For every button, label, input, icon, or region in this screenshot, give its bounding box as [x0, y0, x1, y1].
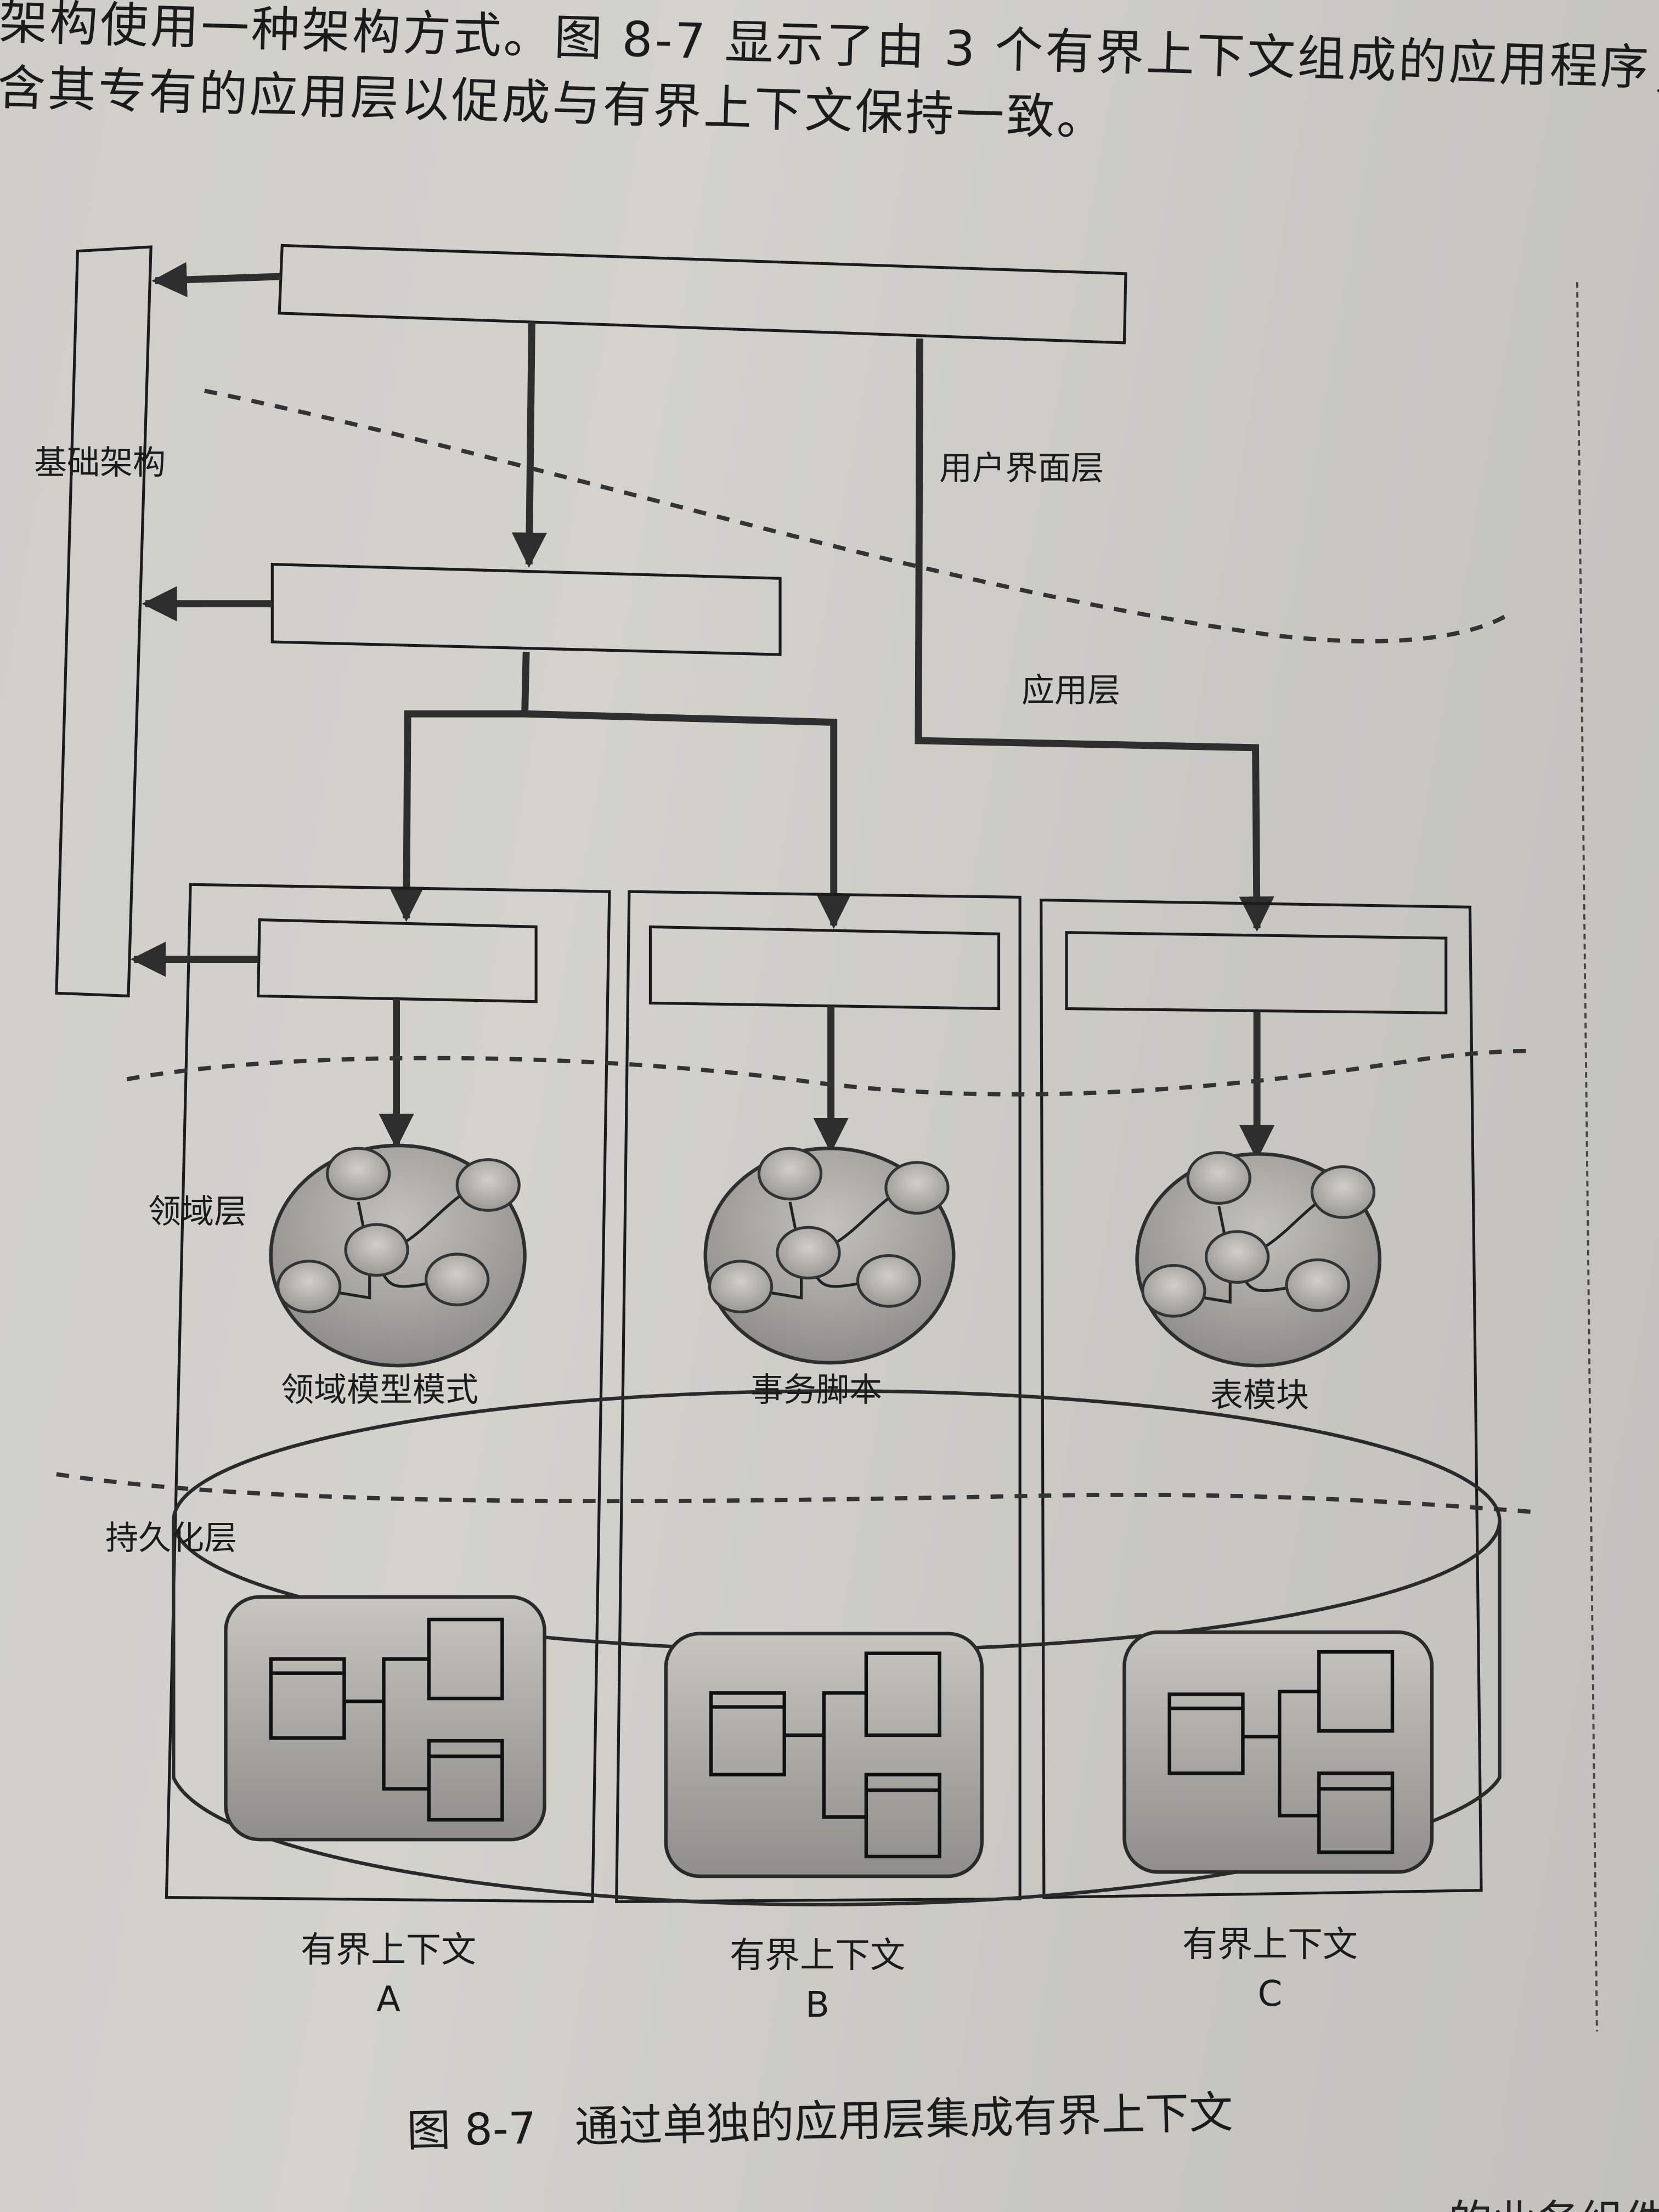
label-persistence-layer: 持久化层 [105, 1519, 237, 1558]
context-b-label: 有界上下文 B [680, 1931, 955, 2030]
margin-line [1576, 282, 1598, 2032]
ui-app-boundary [204, 388, 1511, 644]
ui-to-context-c-arrow [915, 338, 1274, 932]
context-b-letter: B [805, 1985, 830, 2025]
context-c-box [1040, 898, 1483, 1899]
infrastructure-column [55, 245, 153, 998]
app-to-context-b-arrow [524, 710, 851, 929]
label-infrastructure: 基础架构 [34, 444, 166, 482]
context-c-service-box [1065, 931, 1448, 1014]
context-c-letter: C [1257, 1974, 1283, 2015]
ui-to-app-arrow [511, 321, 548, 568]
label-pattern-b: 事务脚本 [751, 1371, 882, 1409]
domain-model-c [1135, 1151, 1382, 1368]
app-to-context-a-arrow [388, 651, 530, 922]
label-pattern-c: 表模块 [1210, 1376, 1309, 1415]
label-ui-layer: 用户界面层 [939, 449, 1104, 488]
context-a-service-box [256, 918, 538, 1003]
domain-model-b [703, 1146, 956, 1365]
domain-persistence-boundary [56, 1472, 1538, 1515]
label-application-layer: 应用层 [1022, 672, 1120, 710]
database-c [1122, 1630, 1434, 1874]
label-domain-layer: 领域层 [148, 1193, 247, 1231]
database-a [224, 1595, 546, 1842]
footer-partial-text: 的业务组件 [0, 2186, 1659, 2212]
context-c-name: 有界上下文 [1182, 1925, 1358, 1965]
ui-layer-box [278, 244, 1127, 345]
context-c-label: 有界上下文 C [1133, 1920, 1407, 2019]
footer-partial: 的业务组件 [1448, 2186, 1659, 2212]
context-a-label: 有界上下文 A [251, 1926, 526, 2024]
app-domain-boundary [126, 1048, 1531, 1097]
context-a-name: 有界上下文 [301, 1930, 476, 1971]
domain-model-a [269, 1143, 527, 1368]
figure-number: 图 8-7 [406, 2102, 537, 2157]
ui-to-infra-arrow [151, 262, 281, 297]
application-layer-box [270, 562, 782, 656]
context-b-name: 有界上下文 [730, 1936, 905, 1976]
context-a-letter: A [376, 1979, 400, 2020]
label-pattern-a: 领域模型模式 [281, 1371, 478, 1409]
context-b-service-box [648, 925, 1001, 1011]
database-b [664, 1632, 984, 1878]
